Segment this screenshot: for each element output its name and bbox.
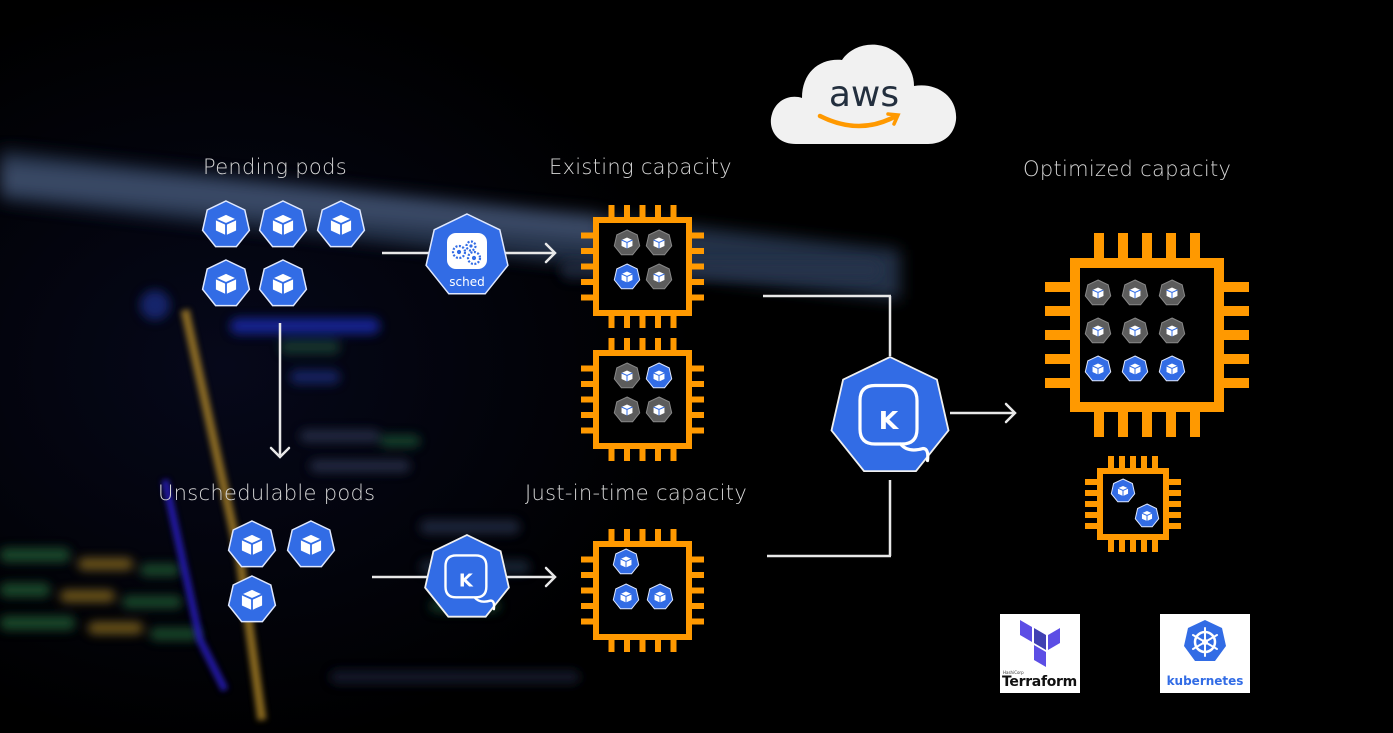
kubernetes-logo: kubernetes [1160, 614, 1250, 693]
optimized-pod-icon [1134, 503, 1160, 528]
gear-icon [465, 240, 477, 252]
chip-body [593, 541, 692, 640]
terraform-logo: HashiCorp Terraform [1000, 614, 1080, 693]
existing-pod-icon [613, 362, 641, 389]
jit-pod-icon [646, 583, 674, 610]
arrow-head-icon [544, 566, 557, 588]
karpenter-heptagon [830, 356, 950, 473]
pending-pods-label: Pending pods [203, 155, 347, 179]
pending-pod-icon [258, 200, 308, 248]
karpenter-main-icon: K [830, 356, 950, 473]
existing-capacity-label: Existing capacity [549, 155, 732, 179]
just-in-time-capacity-label: Just-in-time capacity [525, 481, 748, 505]
optimized-small-node-chip [1085, 456, 1181, 552]
optimized-pod-icon [1158, 355, 1186, 382]
existing-pod-icon [645, 362, 673, 389]
optimized-pod-icon [1121, 317, 1149, 344]
existing-node-chip [581, 205, 704, 328]
optimized-pod-icon [1084, 279, 1112, 306]
pending-pod-icon [316, 200, 366, 248]
karpenter-glyph-icon [858, 383, 930, 463]
karpenter-glyph-icon [444, 554, 496, 611]
aws-wordmark: aws [829, 74, 899, 115]
kubernetes-helm-icon [1184, 620, 1226, 661]
optimized-capacity-label: Optimized capacity [1023, 157, 1232, 181]
scheduler-label: sched [449, 275, 484, 289]
terraform-icon [1020, 620, 1060, 667]
existing-pod-icon [613, 229, 641, 256]
aws-cloud-icon [770, 44, 957, 144]
existing-pod-icon [645, 263, 673, 290]
jit-pod-icon [612, 548, 640, 575]
kubernetes-wordmark: kubernetes [1166, 674, 1244, 688]
pending-pod-icon [258, 259, 308, 307]
karpenter-letter: K [879, 406, 900, 435]
optimized-pod-icon [1121, 279, 1149, 306]
aws-cloud-logo: aws [770, 44, 957, 144]
karpenter-small-icon: K [424, 534, 510, 618]
existing-pod-icon [613, 396, 641, 423]
existing-pod-icon [645, 229, 673, 256]
optimized-pod-icon [1158, 279, 1186, 306]
existing-pod-icon [613, 263, 641, 290]
arrow-head-icon [1004, 402, 1017, 424]
unschedulable-pods-label: Unschedulable pods [158, 481, 376, 505]
optimized-pod-icon [1084, 317, 1112, 344]
chip-body [593, 350, 692, 449]
unschedulable-pod-icon [227, 520, 277, 568]
existing-pod-icon [645, 396, 673, 423]
optimized-pod-icon [1110, 478, 1136, 503]
optimized-pod-icon [1158, 317, 1186, 344]
arrow-head-icon [269, 446, 291, 459]
optimized-pod-icon [1121, 355, 1149, 382]
pending-pod-icon [201, 200, 251, 248]
chip-body [593, 217, 692, 316]
jit-pod-icon [612, 583, 640, 610]
chip-body [1097, 468, 1169, 540]
pending-pod-icon [201, 259, 251, 307]
unschedulable-pod-icon [286, 520, 336, 568]
karpenter-heptagon [424, 534, 510, 618]
karpenter-letter: K [459, 571, 474, 592]
gear-icon [451, 244, 467, 260]
jit-node-chip [581, 529, 704, 652]
kube-scheduler-icon: sched [425, 213, 509, 295]
optimized-pod-icon [1084, 355, 1112, 382]
gear-icon [466, 250, 482, 266]
existing-node-chip [581, 338, 704, 461]
arrow-head-icon [544, 242, 557, 264]
terraform-wordmark: Terraform [1002, 674, 1077, 690]
unschedulable-pod-icon [227, 575, 277, 623]
terraform-vendor: HashiCorp [1003, 670, 1024, 675]
aws-smile-icon [817, 113, 899, 129]
